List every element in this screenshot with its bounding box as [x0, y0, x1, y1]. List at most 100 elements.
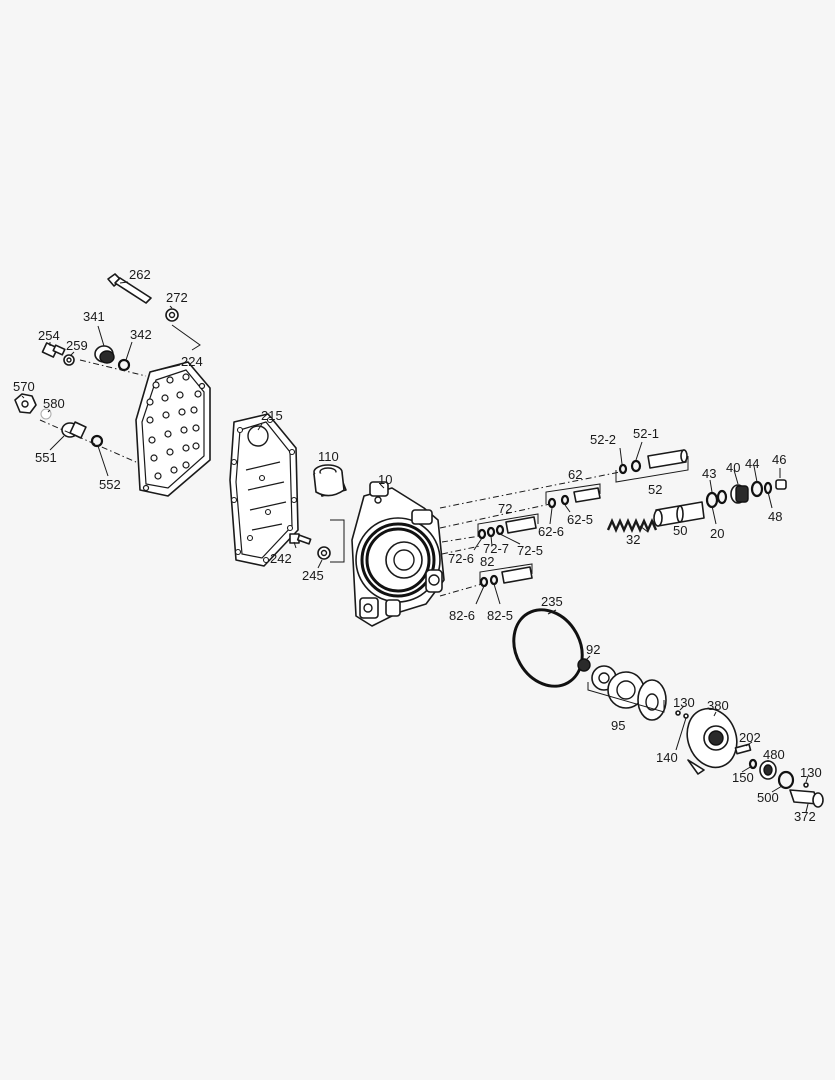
callout-50: 50: [673, 523, 687, 538]
callout-342: 342: [130, 327, 152, 342]
callout-551: 551: [35, 450, 57, 465]
assembly-line-plug: [79, 359, 147, 377]
part-82-valve: [479, 566, 533, 588]
callout-110: 110: [318, 449, 339, 464]
callout-552: 552: [99, 477, 121, 492]
callout-580: 580: [43, 396, 65, 411]
callout-92: 92: [586, 642, 600, 657]
bracket-72: [477, 513, 539, 536]
callout-72-6: 72-6: [448, 551, 474, 566]
part-10-pump-housing: [351, 481, 445, 627]
part-44-oring: [750, 480, 764, 498]
assembly-line-82: [439, 583, 483, 597]
callout-380: 380: [707, 698, 729, 713]
callout-52-1: 52-1: [633, 426, 659, 441]
bracket-52: [615, 456, 689, 483]
callout-235: 235: [541, 594, 563, 609]
callout-245: 245: [302, 568, 324, 583]
assembly-line-52: [439, 471, 621, 509]
leader-lines: [21, 281, 809, 813]
assembly-line-72b: [441, 545, 481, 555]
part-62-valve: [547, 487, 601, 509]
callout-259: 259: [66, 338, 88, 353]
callout-20: 20: [710, 526, 724, 541]
assembly-line-cover: [39, 419, 137, 463]
part-570-nut: [14, 393, 37, 414]
assembly-line-72a: [441, 535, 481, 543]
callout-10: 10: [378, 472, 392, 487]
callout-46: 46: [772, 452, 786, 467]
part-242-screw: [289, 533, 312, 545]
callout-62-5: 62-5: [567, 512, 593, 527]
part-110-filter: [313, 464, 347, 497]
part-46-screw: [775, 479, 787, 490]
callout-82-6: 82-6: [449, 608, 475, 623]
callout-72: 72: [498, 501, 512, 516]
callout-130-lower: 130: [800, 765, 822, 780]
callout-341: 341: [83, 309, 105, 324]
callout-72-7: 72-7: [483, 541, 509, 556]
part-95-gear-set: [591, 665, 667, 721]
bracket-62: [545, 483, 601, 504]
part-52-valve: [618, 449, 688, 475]
part-254-screw: [41, 342, 66, 358]
part-500-oring: [777, 770, 795, 790]
callout-224: 224: [181, 354, 203, 369]
callout-480: 480: [763, 747, 785, 762]
callout-82-5: 82-5: [487, 608, 513, 623]
part-140-pin: [683, 713, 689, 719]
callout-52-2: 52-2: [590, 432, 616, 447]
part-342-oring: [117, 358, 131, 372]
part-40-plug: [730, 484, 749, 504]
part-48-oring: [763, 481, 773, 495]
part-341-plug: [94, 345, 115, 364]
callout-570: 570: [13, 379, 35, 394]
part-215-gasket: [229, 413, 299, 567]
callout-254: 254: [38, 328, 60, 343]
part-43-oring: [716, 489, 728, 505]
callout-500: 500: [757, 790, 779, 805]
part-235-oring: [512, 608, 584, 688]
callout-48: 48: [768, 509, 782, 524]
part-480-bearing: [759, 760, 777, 780]
callout-372: 372: [794, 809, 816, 824]
bracket-95: [587, 682, 665, 713]
part-259-washer: [63, 354, 75, 366]
callout-262: 262: [129, 267, 151, 282]
part-202-screw: [734, 743, 752, 755]
callout-40: 40: [726, 460, 740, 475]
callout-62: 62: [568, 467, 582, 482]
part-130-pin-lower: [803, 782, 809, 788]
part-551-fitting: [61, 421, 87, 439]
assembly-line-62: [439, 503, 551, 529]
part-32-spring: [606, 518, 658, 533]
part-20-oring: [705, 491, 719, 509]
callout-202: 202: [739, 730, 761, 745]
bracket-82: [479, 563, 533, 584]
part-50-plunger: [653, 501, 705, 527]
part-372-shaft: [789, 789, 824, 808]
part-92-bushing: [577, 658, 591, 672]
callout-242: 242: [270, 551, 292, 566]
part-262-long-bolt: [107, 273, 152, 304]
callout-43: 43: [702, 466, 716, 481]
callout-32: 32: [626, 532, 640, 547]
callout-labels: 262 272 341 342 254 259 224 570 580 551 …: [13, 267, 822, 824]
part-272-washer: [165, 308, 179, 322]
part-245-washer: [317, 546, 331, 560]
callout-95: 95: [611, 718, 625, 733]
callout-215: 215: [261, 408, 283, 423]
bracket-110: [330, 519, 345, 563]
part-224-cover-plate: [135, 361, 211, 497]
callout-272: 272: [166, 290, 188, 305]
callout-82: 82: [480, 554, 494, 569]
callout-62-6: 62-6: [538, 524, 564, 539]
part-150-oring: [748, 758, 758, 770]
callout-44: 44: [745, 456, 759, 471]
callout-72-5: 72-5: [517, 543, 543, 558]
part-380-pump-cover: [686, 707, 738, 775]
callout-150: 150: [732, 770, 754, 785]
callout-130-upper: 130: [673, 695, 695, 710]
part-552-oring: [90, 434, 104, 448]
